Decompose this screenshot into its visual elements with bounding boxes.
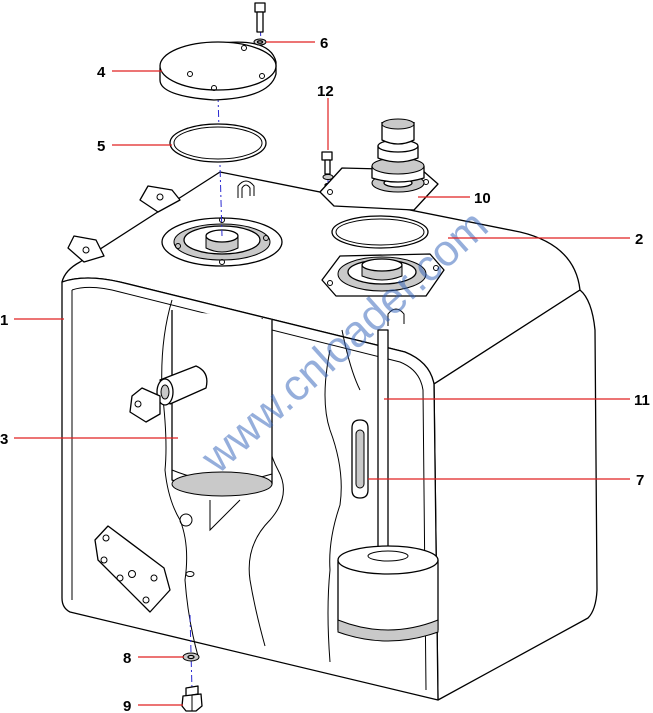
callout-3: 3 [0, 431, 8, 448]
callout-6: 6 [320, 35, 328, 52]
callout-2: 2 [635, 231, 643, 248]
mount-bracket-rear [139, 185, 181, 213]
bolt-washer-6 [253, 2, 267, 46]
callout-8: 8 [123, 650, 131, 667]
callout-5: 5 [97, 138, 105, 155]
filler-neck-flange [161, 217, 283, 267]
suction-filter [129, 310, 273, 532]
breather-flange-base [321, 253, 445, 297]
mount-bracket-left [67, 235, 105, 263]
callout-7: 7 [636, 472, 644, 489]
callout-4: 4 [97, 64, 106, 81]
axis-filler [217, 94, 223, 237]
callout-11: 11 [634, 392, 650, 409]
callout-numbers: 1 2 3 4 5 6 7 8 9 10 11 12 [0, 35, 650, 713]
drain-washer-8 [182, 652, 200, 662]
cleanout-cover [94, 525, 195, 613]
tank-body [61, 171, 598, 701]
axis-drain [189, 614, 193, 691]
drain-plug-9 [181, 685, 203, 712]
lifting-hook-top [237, 180, 255, 198]
breather-assembly-10 [319, 118, 439, 211]
callout-1: 1 [0, 312, 8, 329]
top-cover-plate [159, 41, 277, 101]
callout-9: 9 [123, 698, 131, 713]
o-ring-5 [169, 123, 267, 163]
lifting-hook-side [387, 308, 405, 326]
tank-right-face [433, 289, 598, 701]
callout-12: 12 [317, 83, 334, 100]
callout-10: 10 [474, 190, 491, 207]
front-flange-line [71, 286, 427, 691]
o-ring-2 [331, 215, 429, 249]
level-gauge [351, 419, 369, 499]
leader-lines [14, 41, 630, 706]
return-filter [337, 329, 439, 642]
